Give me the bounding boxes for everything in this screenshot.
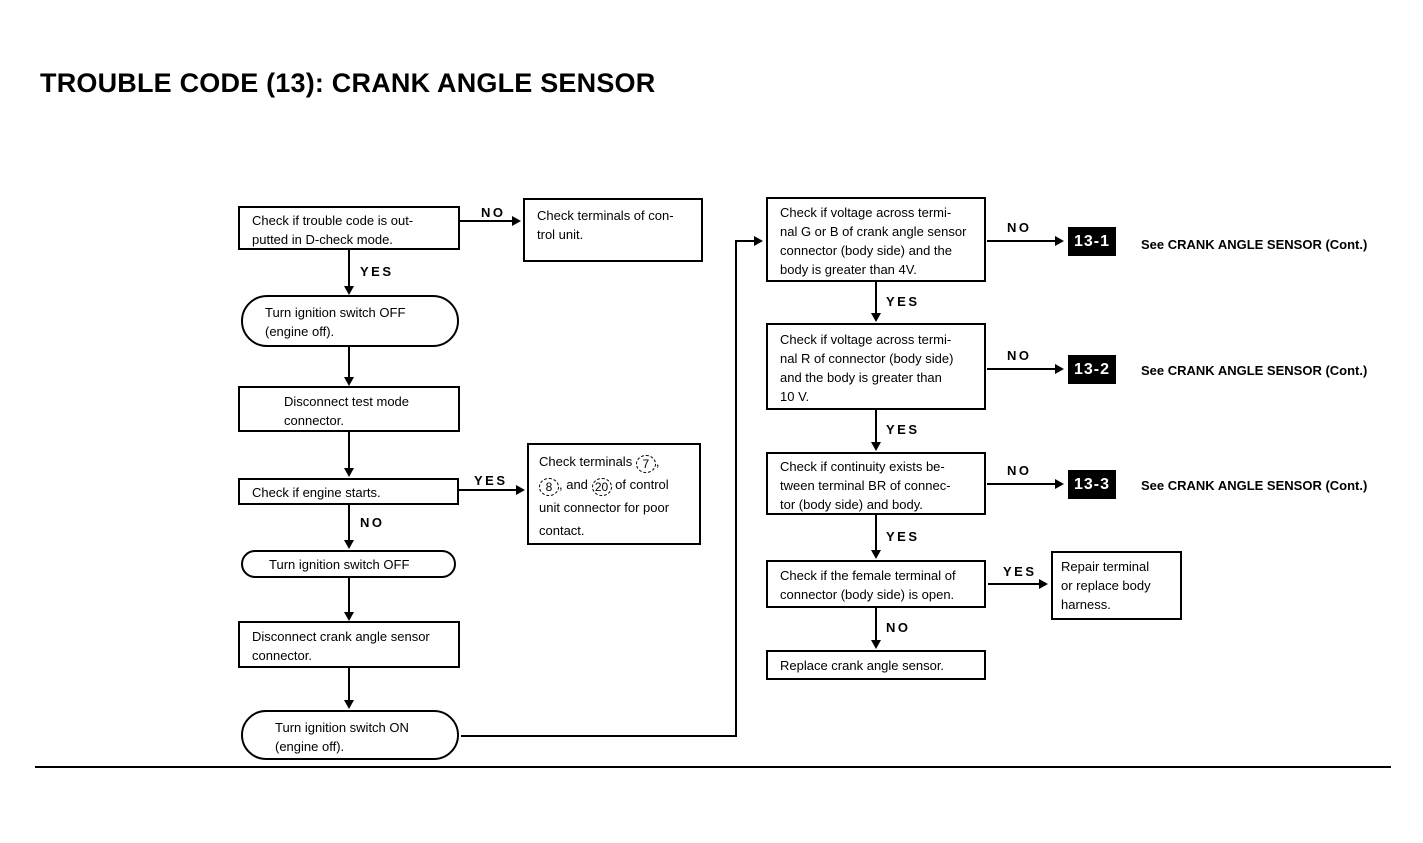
node-voltage-g-b: Check if voltage across termi- nal G or … [766, 197, 986, 282]
page-title: TROUBLE CODE (13): CRANK ANGLE SENSOR [40, 68, 656, 98]
arrowhead-testmode [344, 377, 354, 386]
circled-terminal-20: 20 [591, 478, 612, 496]
node-voltage-r-text: Check if voltage across termi- nal R of … [780, 332, 954, 404]
connector-testmode-to-enginestarts [348, 432, 350, 469]
node-ignition-off-1-text: Turn ignition switch OFF (engine off). [265, 305, 406, 339]
arrowhead-ignoff2 [344, 540, 354, 549]
connector-voltager-to-badge2 [987, 368, 1056, 370]
connector-enginestarts-to-terminals [459, 489, 517, 491]
connector-femaleterminal-to-repair [988, 583, 1040, 585]
connector-dcheck-to-ignoff1 [348, 250, 350, 288]
node-check-engine-starts: Check if engine starts. [238, 478, 459, 505]
node-check-terminals-control-unit: Check terminals of con- trol unit. [523, 198, 703, 262]
connector-continuity-to-badge3 [987, 483, 1056, 485]
arrowhead-disconnectsensor [344, 612, 354, 621]
connector-femaleterminal-to-replace [875, 608, 877, 641]
node-disconnect-test-mode: Disconnect test mode connector. [238, 386, 460, 432]
node-disconnect-test-mode-text: Disconnect test mode connector. [284, 394, 410, 428]
node-check-engine-starts-text: Check if engine starts. [252, 485, 381, 500]
edge-label-yes: YES [360, 264, 394, 279]
node-female-terminal-text: Check if the female terminal of connecto… [780, 568, 956, 602]
arrowhead-enginestarts [344, 468, 354, 477]
node-continuity-br: Check if continuity exists be- tween ter… [766, 452, 986, 515]
connector-continuity-to-femaleterminal [875, 515, 877, 551]
node-voltage-g-b-text: Check if voltage across termi- nal G or … [780, 205, 967, 277]
node-ignition-off-2: Turn ignition switch OFF [241, 550, 456, 578]
arrowhead-badge2 [1055, 364, 1064, 374]
node-check-trouble-code-text: Check if trouble code is out- putted in … [252, 213, 414, 247]
edge-label-yes: YES [1003, 564, 1037, 579]
terminals-tail: of control unit connector for poor conta… [539, 477, 670, 538]
arrowhead-replace [871, 640, 881, 649]
arrowhead-voltage-gb [754, 236, 763, 246]
badge-13-3-note: See CRANK ANGLE SENSOR (Cont.) [1141, 478, 1368, 493]
node-replace-sensor-text: Replace crank angle sensor. [780, 658, 945, 673]
connector-ignoff1-to-testmode [348, 347, 350, 378]
node-female-terminal: Check if the female terminal of connecto… [766, 560, 986, 608]
connector-ignon-elbow-bottom [461, 735, 737, 737]
arrowhead-terminals [516, 485, 525, 495]
node-repair-terminal-text: Repair terminal or replace body harness. [1061, 559, 1151, 612]
circled-terminal-8: 8 [539, 478, 559, 496]
badge-13-2-note: See CRANK ANGLE SENSOR (Cont.) [1141, 363, 1368, 378]
terminals-sep1: , [655, 454, 660, 469]
node-ignition-off-2-text: Turn ignition switch OFF [269, 557, 410, 572]
connector-voltagegb-to-voltager [875, 282, 877, 314]
node-ignition-off-1: Turn ignition switch OFF (engine off). [241, 295, 459, 347]
node-check-terminals-7-8-20-text: Check terminals 7, 8, and 20 of control … [529, 445, 699, 542]
edge-label-no: NO [1007, 348, 1032, 363]
connector-dcheck-to-controlunit [460, 220, 513, 222]
node-ignition-on-text: Turn ignition switch ON (engine off). [275, 720, 409, 754]
connector-disconnectsensor-to-ignon [348, 668, 350, 701]
connector-ignoff2-to-disconnectsensor [348, 578, 350, 613]
badge-13-1-note: See CRANK ANGLE SENSOR (Cont.) [1141, 237, 1368, 252]
connector-voltagegb-to-badge1 [987, 240, 1056, 242]
edge-label-yes: YES [886, 529, 920, 544]
edge-label-no: NO [481, 205, 506, 220]
arrowhead-ignoff1 [344, 286, 354, 295]
edge-label-yes: YES [886, 294, 920, 309]
connector-ignon-elbow-vertical [735, 240, 737, 737]
terminals-lead: Check terminals [539, 454, 633, 469]
connector-voltager-to-continuity [875, 410, 877, 443]
arrowhead-controlunit [512, 216, 521, 226]
terminals-sep2: , and [559, 477, 588, 492]
node-check-terminals-7-8-20: Check terminals 7, 8, and 20 of control … [527, 443, 701, 545]
edge-label-no: NO [1007, 463, 1032, 478]
arrowhead-repair [1039, 579, 1048, 589]
edge-label-no: NO [1007, 220, 1032, 235]
edge-label-yes: YES [886, 422, 920, 437]
node-continuity-br-text: Check if continuity exists be- tween ter… [780, 459, 951, 512]
footer-rule [35, 766, 1391, 768]
arrowhead-badge3 [1055, 479, 1064, 489]
node-ignition-on: Turn ignition switch ON (engine off). [241, 710, 459, 760]
arrowhead-badge1 [1055, 236, 1064, 246]
edge-label-no: NO [886, 620, 911, 635]
arrowhead-femaleterminal [871, 550, 881, 559]
badge-13-1: 13-1 [1068, 227, 1116, 256]
node-check-trouble-code: Check if trouble code is out- putted in … [238, 206, 460, 250]
circled-terminal-7: 7 [635, 455, 656, 473]
connector-ignon-elbow-top [737, 240, 755, 242]
arrowhead-ignon [344, 700, 354, 709]
node-disconnect-crank-sensor: Disconnect crank angle sensor connector. [238, 621, 460, 668]
edge-label-yes: YES [474, 473, 508, 488]
node-check-terminals-control-unit-text: Check terminals of con- trol unit. [537, 208, 674, 242]
node-voltage-r: Check if voltage across termi- nal R of … [766, 323, 986, 410]
badge-13-2: 13-2 [1068, 355, 1116, 384]
edge-label-no: NO [360, 515, 385, 530]
badge-13-3: 13-3 [1068, 470, 1116, 499]
arrowhead-voltager [871, 313, 881, 322]
node-disconnect-crank-sensor-text: Disconnect crank angle sensor connector. [252, 629, 430, 663]
connector-enginestarts-to-ignoff2 [348, 505, 350, 541]
node-replace-sensor: Replace crank angle sensor. [766, 650, 986, 680]
node-repair-terminal: Repair terminal or replace body harness. [1051, 551, 1182, 620]
arrowhead-continuity [871, 442, 881, 451]
